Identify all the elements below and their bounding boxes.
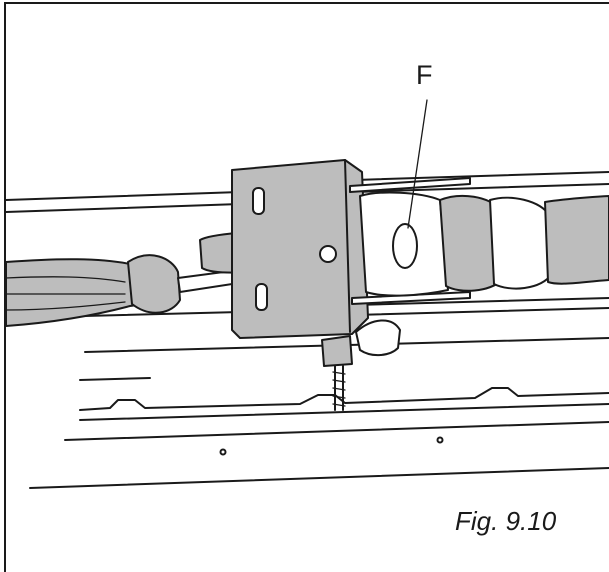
upper-rail <box>5 171 609 213</box>
callout-leader-line <box>407 99 428 229</box>
figure-caption: Fig. 9.10 <box>455 506 557 536</box>
base-plate <box>29 337 609 489</box>
valve-assembly <box>359 191 609 297</box>
tool-plate <box>231 159 369 339</box>
threaded-stud <box>321 319 401 411</box>
callout-label: F <box>416 60 433 90</box>
